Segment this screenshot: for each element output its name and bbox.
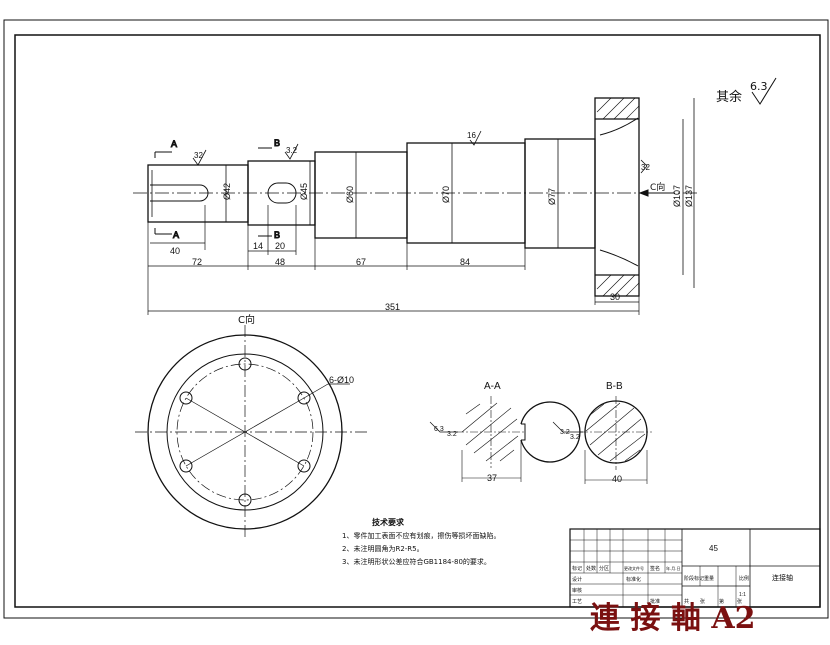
svg-text:2、未注明圆角为R2-R5。: 2、未注明圆角为R2-R5。 (342, 544, 424, 553)
svg-text:40: 40 (612, 474, 622, 484)
roughness-note: 其余 6.3 (716, 77, 777, 105)
svg-text:Ø137: Ø137 (684, 185, 694, 207)
svg-text:更改文件号: 更改文件号 (624, 565, 644, 571)
svg-text:72: 72 (192, 257, 202, 267)
svg-text:6.3: 6.3 (434, 426, 444, 433)
keyway-a (150, 184, 209, 202)
svg-text:设计: 设计 (572, 576, 582, 583)
shaft-main-view (133, 97, 700, 297)
svg-text:45: 45 (709, 544, 718, 553)
diameter-dims (225, 98, 695, 288)
svg-text:审核: 审核 (572, 587, 582, 594)
drawing-title-stamp: 連 接 軸 A2 (590, 601, 755, 636)
svg-text:张: 张 (737, 598, 742, 605)
svg-text:A-A: A-A (484, 381, 501, 392)
svg-text:C向: C向 (650, 181, 665, 193)
svg-text:分区: 分区 (599, 565, 609, 572)
svg-text:年.月.日: 年.月.日 (666, 565, 681, 571)
section-marks: A A B B (154, 138, 281, 241)
shaft-segment-1 (147, 164, 249, 223)
svg-text:30: 30 (610, 292, 620, 302)
c-view-title: C向 (238, 313, 255, 326)
svg-text:6.3: 6.3 (750, 80, 768, 93)
title-block (569, 528, 821, 608)
svg-text:Ø77: Ø77 (547, 188, 557, 205)
bolt-hole (179, 459, 193, 473)
svg-text:32: 32 (641, 163, 650, 172)
bolt-hole (179, 391, 193, 405)
svg-text:其余: 其余 (716, 89, 742, 105)
svg-text:67: 67 (356, 257, 366, 267)
svg-text:3.2: 3.2 (560, 429, 570, 436)
svg-text:14: 14 (253, 241, 263, 251)
bolt-hole (297, 391, 311, 405)
svg-text:标记: 标记 (572, 565, 582, 572)
svg-text:工艺: 工艺 (572, 599, 582, 605)
svg-text:Ø42: Ø42 (222, 183, 232, 200)
view-arrow-c (638, 189, 675, 197)
svg-text:批准: 批准 (650, 598, 660, 605)
bolt-hole (238, 357, 252, 371)
svg-text:Ø60: Ø60 (345, 186, 355, 203)
svg-text:Ø45: Ø45 (299, 183, 309, 200)
flange-hatch (596, 97, 640, 297)
keyway-b (267, 182, 297, 204)
bolt-hole (297, 459, 311, 473)
svg-text:1:1: 1:1 (739, 592, 746, 598)
shaft-segment-5 (524, 138, 596, 249)
svg-text:1、零件加工表面不应有划痕，擦伤等损坏面缺陷。: 1、零件加工表面不应有划痕，擦伤等损坏面缺陷。 (342, 531, 500, 540)
svg-text:3.2: 3.2 (286, 146, 298, 155)
svg-text:B: B (274, 138, 280, 148)
svg-text:技术要求: 技术要求 (372, 517, 405, 527)
c-view (135, 325, 370, 540)
svg-text:A: A (171, 139, 177, 149)
svg-text:84: 84 (460, 257, 470, 267)
svg-text:32: 32 (194, 151, 203, 160)
svg-text:351: 351 (385, 302, 400, 312)
svg-text:3.2: 3.2 (570, 434, 580, 441)
svg-text:B-B: B-B (606, 381, 623, 392)
svg-text:阶段标记: 阶段标记 (684, 575, 704, 582)
svg-text:Ø107: Ø107 (672, 185, 682, 207)
svg-text:20: 20 (275, 241, 285, 251)
svg-text:第: 第 (719, 598, 724, 605)
svg-text:B: B (274, 230, 280, 240)
svg-text:标准化: 标准化 (626, 576, 641, 583)
sheet-inner-border (14, 34, 821, 608)
length-dims (147, 205, 640, 315)
svg-text:重量: 重量 (704, 575, 714, 582)
section-a-a (429, 396, 581, 482)
section-b-b (552, 396, 652, 484)
shaft-segment-3 (314, 151, 408, 239)
svg-text:比例: 比例 (739, 575, 749, 582)
svg-text:40: 40 (170, 246, 180, 256)
shaft-flange (594, 97, 640, 297)
svg-text:张: 张 (700, 598, 705, 605)
svg-text:A: A (173, 230, 179, 240)
svg-text:签名: 签名 (650, 565, 660, 572)
svg-text:共: 共 (684, 598, 689, 605)
roughness-symbols (192, 130, 648, 174)
svg-text:3.2: 3.2 (447, 431, 457, 438)
c-view-holes: 6-Ø10 (329, 375, 354, 385)
svg-text:16: 16 (467, 131, 476, 140)
svg-text:48: 48 (275, 257, 285, 267)
title-block-text: 45 连接轴 标记 设计 审核 工艺 处数 分区 更改文件号 签名 年.月.日 … (572, 544, 793, 605)
svg-text:37: 37 (487, 473, 497, 483)
svg-text:连接轴: 连接轴 (772, 573, 793, 582)
tech-requirements: 技术要求 1、零件加工表面不应有划痕，擦伤等损坏面缺陷。 2、未注明圆角为R2-… (342, 517, 500, 566)
sheet-outer-border (3, 19, 829, 619)
svg-text:Ø70: Ø70 (441, 186, 451, 203)
svg-text:处数: 处数 (586, 565, 596, 572)
svg-text:3、未注明形状公差应符合GB1184-80的要求。: 3、未注明形状公差应符合GB1184-80的要求。 (342, 557, 491, 566)
bolt-hole (238, 493, 252, 507)
